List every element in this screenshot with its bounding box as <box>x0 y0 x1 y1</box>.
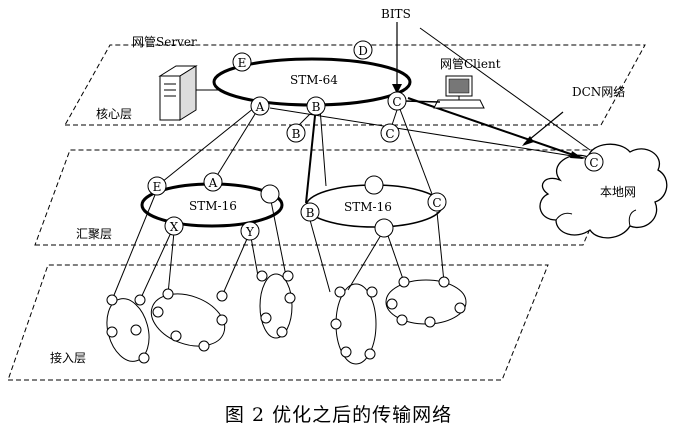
agg-node-unlabeled-2 <box>364 175 384 195</box>
svg-text:Y: Y <box>245 225 255 239</box>
core-node-A: A <box>250 96 270 116</box>
svg-text:D: D <box>358 44 368 58</box>
svg-text:A: A <box>255 100 265 114</box>
label-stm16-right: STM-16 <box>344 200 392 214</box>
label-stm64: STM-64 <box>290 73 338 87</box>
label-access-layer: 接入层 <box>50 350 86 365</box>
core-node-B2: B <box>286 123 306 143</box>
svg-text:X: X <box>170 220 179 234</box>
svg-text:B: B <box>292 127 301 141</box>
link-coreA-cloudC <box>269 107 586 159</box>
agg-node-C: C <box>427 192 447 212</box>
link-coreA-aggE <box>156 107 255 187</box>
svg-text:C: C <box>589 156 598 170</box>
label-dcn: DCN网络 <box>572 84 625 99</box>
link-coreC-C2 <box>391 109 398 126</box>
access-ring-3 <box>259 273 293 339</box>
label-stm16-left: STM-16 <box>189 199 237 213</box>
access-layer-plane <box>7 264 549 381</box>
svg-text:C: C <box>432 196 441 210</box>
svg-text:C: C <box>392 95 401 109</box>
agg-node-A: A <box>203 172 223 192</box>
core-node-D: D <box>353 40 373 60</box>
figure-caption: 图 2 优化之后的传输网络 <box>224 404 453 426</box>
agg-node-X: X <box>164 216 184 236</box>
label-agg-layer: 汇聚层 <box>76 227 112 241</box>
label-bits: BITS <box>381 7 411 21</box>
link-coreA-aggA <box>212 105 261 183</box>
core-node-B: B <box>306 96 326 116</box>
agg-node-B: B <box>300 202 320 222</box>
label-server: 网管Server <box>132 34 197 49</box>
core-layer-plane <box>64 44 646 126</box>
aggregation-layer-plane <box>34 149 625 246</box>
svg-text:E: E <box>238 56 247 70</box>
link-coreC-aggC <box>397 103 436 203</box>
label-local-net: 本地网 <box>600 185 636 199</box>
access-ring-2 <box>150 293 226 347</box>
cloud-node-C: C <box>584 152 604 172</box>
link-coreB-aggRing <box>319 107 327 187</box>
link-coreB-aggB <box>305 105 317 204</box>
label-client: 网管Client <box>440 56 501 71</box>
core-node-C: C <box>387 91 407 111</box>
access-nodes <box>106 270 466 364</box>
svg-text:C: C <box>385 127 394 141</box>
svg-text:B: B <box>306 206 315 220</box>
label-core-layer: 核心层 <box>96 107 132 121</box>
client-computer-icon <box>433 75 485 109</box>
server-icon <box>158 65 198 121</box>
agg-node-unlabeled-3 <box>374 218 394 238</box>
agg-node-unlabeled-1 <box>260 184 280 204</box>
agg-node-Y: Y <box>240 221 260 241</box>
core-node-E: E <box>232 52 252 72</box>
svg-text:E: E <box>153 180 162 194</box>
agg-node-E: E <box>147 176 167 196</box>
link-coreB-B2 <box>297 113 311 127</box>
core-node-C2: C <box>380 123 400 143</box>
svg-text:A: A <box>208 176 218 190</box>
svg-text:B: B <box>312 100 321 114</box>
